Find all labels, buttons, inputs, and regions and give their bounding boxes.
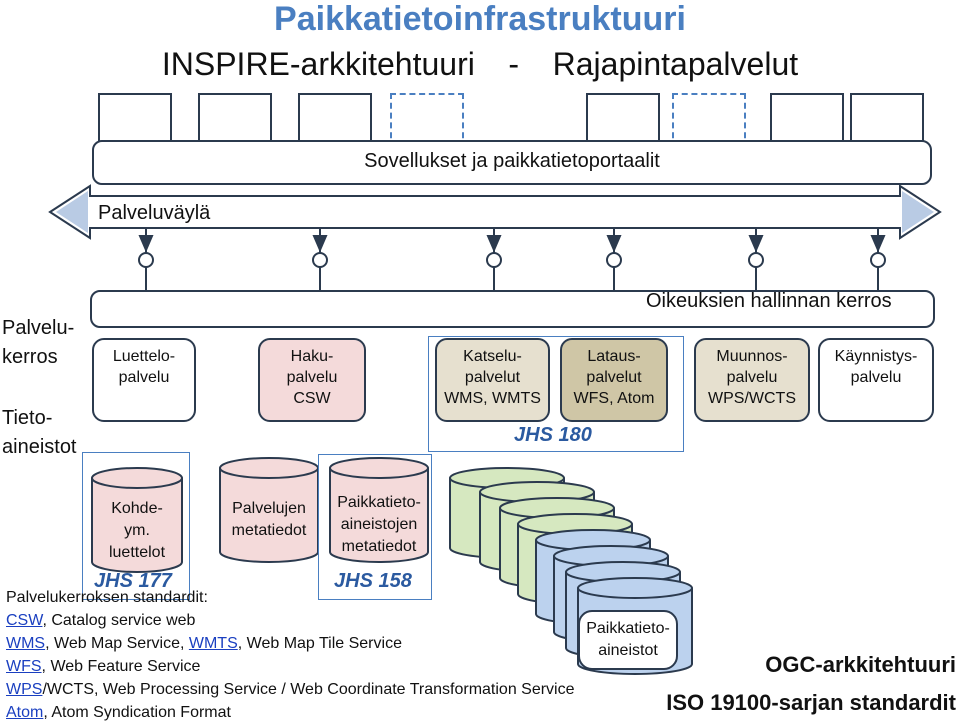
object-catalog-cylinder — [91, 467, 183, 573]
service-bus-label: Palveluväylä — [98, 202, 211, 224]
object-catalog-label: Kohde- ym. luettelot — [108, 500, 166, 561]
data-layer-label: Tieto- aineistot — [2, 407, 77, 458]
jhs180-label: JHS 180 — [514, 424, 592, 446]
application-box — [98, 93, 172, 148]
jhs158-frame — [318, 454, 432, 600]
service-bus-arrow — [48, 184, 942, 240]
subtitle-right: Rajapintapalvelut — [552, 46, 799, 82]
page-subtitle: INSPIRE-arkkitehtuuri - Rajapintapalvelu… — [0, 46, 960, 83]
service-connectors — [138, 228, 886, 290]
wps-link[interactable]: WPS — [6, 681, 43, 698]
service-metadata-label: Palvelujen metatiedot — [231, 500, 307, 539]
subtitle-left: INSPIRE-arkkitehtuuri — [161, 46, 475, 82]
standard-row-wms: WMS, Web Map Service, WMTS, Web Map Tile… — [6, 635, 402, 652]
service-metadata-cylinder — [219, 457, 319, 563]
rights-management-bar — [90, 290, 935, 328]
standards-heading: Palvelukerroksen standardit: — [6, 589, 208, 606]
standards-list: Palvelukerroksen standardit: CSW, Catalo… — [6, 586, 575, 724]
iso-standards-label: ISO 19100-sarjan standardit — [666, 690, 956, 715]
jhs177-label: JHS 177 — [94, 570, 172, 592]
applications-bar — [92, 140, 932, 185]
jhs158-label: JHS 158 — [334, 570, 412, 592]
view-service-box: Katselu- palvelut WMS, WMTS — [435, 338, 550, 422]
csw-link[interactable]: CSW — [6, 612, 43, 629]
page-title: Paikkatietoinfrastruktuuri — [274, 0, 686, 38]
dataset-metadata-cylinder — [329, 457, 429, 563]
wms-link[interactable]: WMS — [6, 635, 46, 652]
rights-management-label: Oikeuksien hallinnan kerros — [646, 290, 892, 312]
discovery-service-box: Haku- palvelu CSW — [258, 338, 366, 422]
jhs180-frame — [428, 336, 684, 452]
datasets-label: Paikkatieto- aineistot — [578, 610, 678, 670]
standard-row-atom: Atom, Atom Syndication Format — [6, 704, 231, 721]
atom-link[interactable]: Atom — [6, 704, 44, 721]
invoke-service-box: Käynnistys- palvelu — [818, 338, 934, 422]
ogc-architecture-label: OGC-arkkitehtuuri — [765, 652, 956, 677]
jhs177-frame — [82, 452, 190, 600]
standard-row-wps: WPS/WCTS, Web Processing Service / Web C… — [6, 681, 575, 698]
wfs-link[interactable]: WFS — [6, 658, 42, 675]
dataset-metadata-label: Paikkatieto- aineistojen metatiedot — [337, 494, 421, 555]
service-layer-label: Palvelu- kerros — [2, 317, 75, 368]
download-service-box: Lataus- palvelut WFS, Atom — [560, 338, 668, 422]
standard-row-wfs: WFS, Web Feature Service — [6, 658, 201, 675]
subtitle-separator: - — [508, 46, 520, 82]
standard-row-csw: CSW, Catalog service web — [6, 612, 196, 629]
transformation-service-box: Muunnos- palvelu WPS/WCTS — [694, 338, 810, 422]
catalog-service-box: Luettelo- palvelu — [92, 338, 196, 422]
wmts-link[interactable]: WMTS — [188, 635, 238, 652]
applications-label: Sovellukset ja paikkatietoportaalit — [364, 150, 660, 172]
